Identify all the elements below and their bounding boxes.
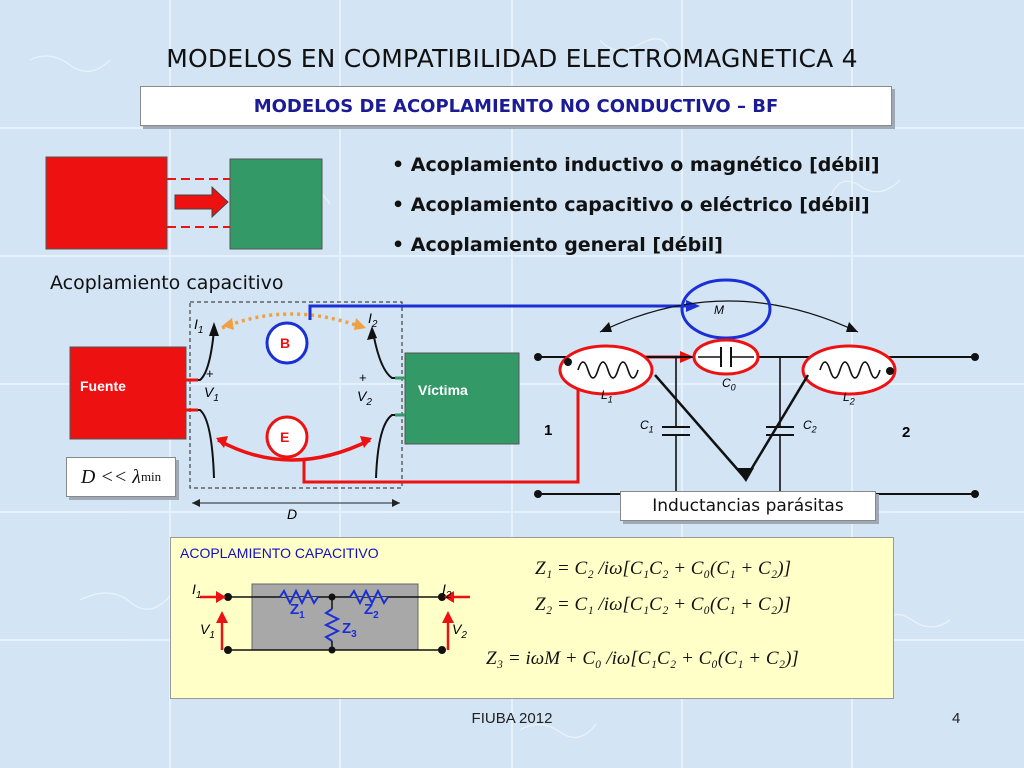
plus-v1: + bbox=[206, 366, 214, 381]
e-label: E bbox=[280, 429, 290, 445]
mutual-inductance-marker bbox=[680, 278, 772, 340]
panel-label-z1: Z1 bbox=[290, 601, 305, 621]
panel-title: ACOPLAMIENTO CAPACITIVO bbox=[180, 545, 379, 561]
b-field-marker bbox=[265, 321, 309, 365]
coupling-region-boundary bbox=[189, 301, 403, 489]
mutual-inductance-arc bbox=[599, 300, 859, 333]
t-network-diagram bbox=[200, 583, 470, 654]
magnetic-field-arc bbox=[221, 312, 365, 330]
label-m: M bbox=[714, 303, 724, 317]
capacitor-c0-ring bbox=[692, 338, 760, 376]
source-label: Fuente bbox=[80, 378, 126, 394]
label-d: D bbox=[287, 506, 298, 522]
equation-z3: Z₃ = iωM + C₀ /iω[C₁C₂ + C₀(C₁ + C₂)] bbox=[486, 648, 799, 669]
label-c1: C1 bbox=[640, 418, 654, 435]
inductor-l1-icon bbox=[577, 361, 639, 379]
subtitle-text: MODELOS DE ACOPLAMIENTO NO CONDUCTIVO – … bbox=[253, 95, 779, 117]
panel-label-i1: I1 bbox=[192, 581, 202, 601]
port-1-label: 1 bbox=[544, 422, 553, 439]
coupling-diagram bbox=[69, 278, 979, 507]
coil-l2-ring bbox=[801, 344, 897, 396]
panel-label-z2: Z2 bbox=[364, 601, 379, 621]
label-i1: I1 bbox=[194, 316, 204, 336]
coil-l1-ring bbox=[558, 344, 654, 396]
current-arrow-i2 bbox=[367, 326, 377, 340]
panel-label-v1: V1 bbox=[200, 621, 215, 641]
victim-block bbox=[229, 158, 323, 250]
source-wire-top bbox=[186, 329, 215, 381]
label-v2: V2 bbox=[357, 388, 372, 408]
label-c2: C2 bbox=[803, 418, 817, 435]
parasitic-pointer-right bbox=[744, 374, 810, 479]
panel-label-i2: I2 bbox=[442, 581, 452, 601]
parasitic-inductance-label: Inductancias parásitas bbox=[652, 496, 844, 516]
source-block bbox=[45, 156, 168, 250]
page-number: 4 bbox=[952, 710, 961, 727]
footer-text: FIUBA 2012 bbox=[471, 710, 553, 727]
resistor-z3-icon bbox=[323, 608, 341, 642]
victim-box bbox=[404, 352, 520, 445]
victim-label: Víctima bbox=[418, 382, 468, 398]
resistor-z1-icon bbox=[279, 588, 319, 606]
bullet-capacitive: • Acoplamiento capacitivo o eléctrico [d… bbox=[392, 194, 870, 216]
inductor-l2-icon bbox=[819, 361, 881, 379]
capacitive-caption: Acoplamiento capacitivo bbox=[50, 272, 284, 294]
label-i2: I2 bbox=[368, 310, 378, 330]
b-label: B bbox=[280, 335, 291, 351]
panel-label-v2: V2 bbox=[452, 621, 467, 641]
current-arrow-i1 bbox=[209, 322, 219, 336]
label-l2: L2 bbox=[843, 390, 855, 407]
coupling-arrow-icon bbox=[174, 185, 229, 219]
coupling-icon bbox=[45, 156, 323, 250]
source-wire-bottom bbox=[186, 409, 215, 479]
label-c0: C0 bbox=[722, 376, 736, 393]
parasitic-pointer-left bbox=[654, 374, 746, 479]
plus-v2: + bbox=[359, 370, 367, 385]
slide-title: MODELOS EN COMPATIBILIDAD ELECTROMAGNETI… bbox=[166, 44, 858, 73]
resistor-z2-icon bbox=[349, 588, 389, 606]
panel-label-z3: Z3 bbox=[342, 620, 357, 640]
source-box bbox=[69, 346, 187, 440]
equation-z2: Z₂ = C₁ /iω[C₁C₂ + C₀(C₁ + C₂)] bbox=[535, 594, 791, 615]
victim-wire-bottom bbox=[375, 414, 405, 479]
bullet-general: • Acoplamiento general [débil] bbox=[392, 234, 723, 256]
port-2-label: 2 bbox=[902, 424, 911, 441]
victim-wire-top bbox=[372, 331, 405, 379]
subtitle-box: MODELOS DE ACOPLAMIENTO NO CONDUCTIVO – … bbox=[140, 86, 892, 126]
label-v1: V1 bbox=[204, 384, 219, 404]
label-l1: L1 bbox=[601, 388, 613, 405]
equation-z1: Z₁ = C₂ /iω[C₁C₂ + C₀(C₁ + C₂)] bbox=[535, 558, 791, 579]
e-field-marker bbox=[265, 415, 309, 459]
blue-link-wire bbox=[308, 304, 690, 320]
electric-field-arc bbox=[217, 438, 371, 462]
bullet-inductive: • Acoplamiento inductivo o magnético [dé… bbox=[392, 154, 880, 176]
parasitic-inductance-box: Inductancias parásitas bbox=[620, 491, 876, 521]
